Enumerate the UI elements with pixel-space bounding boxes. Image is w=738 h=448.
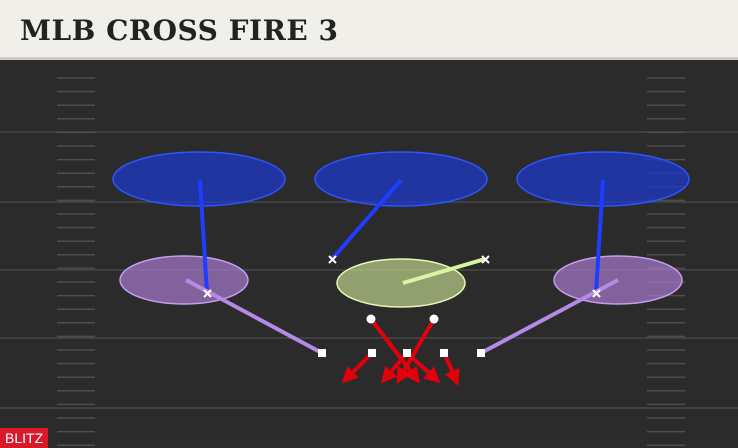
blitz-path-right-end: [442, 352, 460, 386]
football-field: [0, 60, 738, 448]
flat-zone-left: [119, 255, 249, 305]
deep-zone-middle: [314, 151, 488, 207]
defender-right-tackle: [440, 349, 448, 357]
deep-route-middle: [330, 178, 403, 261]
hash-marks-left: [57, 77, 95, 446]
offense-marker-center: [328, 255, 337, 264]
deep-route-right: [594, 179, 605, 294]
hook-zone-middle: [336, 258, 466, 308]
defender-left-end: [368, 349, 376, 357]
defender-right-flat: [477, 349, 485, 357]
defenders: [318, 314, 485, 357]
blitz-paths: [341, 317, 460, 386]
linebacker-left: [366, 314, 376, 324]
deep-route-left: [198, 179, 209, 294]
blitz-badge: BLITZ: [0, 428, 49, 448]
play-title: MLB CROSS FIRE 3: [20, 14, 339, 47]
offense-marker-right-hook: [481, 255, 490, 264]
blitz-path-linebacker-right: [396, 317, 436, 384]
defender-left-flat: [318, 349, 326, 357]
offense-marker-right: [592, 289, 601, 298]
field-surface: [0, 60, 738, 448]
hook-route-middle: [402, 257, 486, 285]
blitz-path-left-tackle: [380, 351, 409, 384]
blitz-path-left-end: [341, 351, 374, 384]
deep-zone-left: [112, 151, 286, 207]
header-bar: MLB CROSS FIRE 3: [0, 0, 738, 60]
linebacker-right: [429, 314, 439, 324]
defender-nose: [403, 349, 411, 357]
reference-markers: [203, 255, 601, 298]
offense-marker-left: [203, 289, 212, 298]
